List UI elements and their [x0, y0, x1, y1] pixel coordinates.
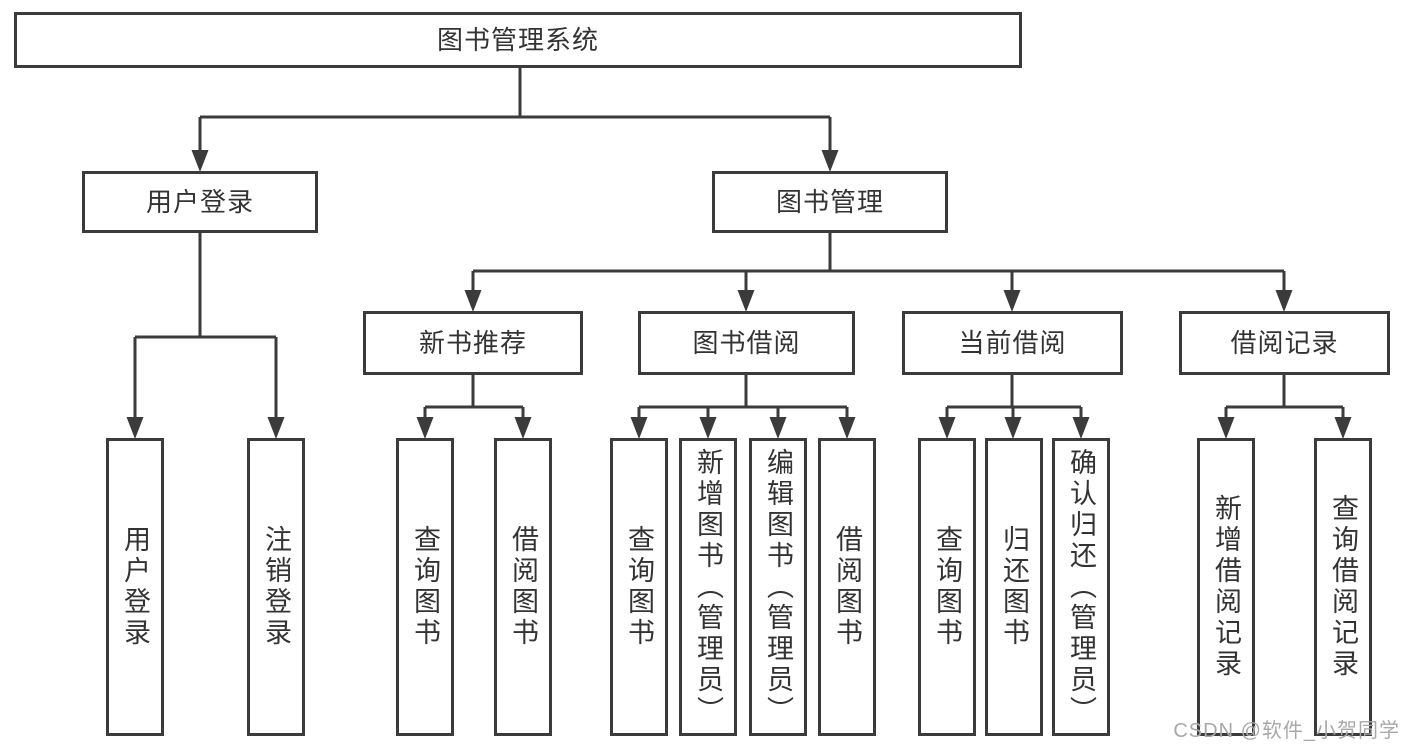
leaf-query-books-1: 查询图书 — [396, 438, 454, 736]
arrowhead — [464, 290, 482, 312]
node-borrow-records: 借阅记录 — [1179, 311, 1390, 375]
leaf-borrow-books-1: 借阅图书 — [494, 438, 552, 736]
node-user-login: 用户登录 — [82, 171, 318, 233]
leaf-add-borrow-record: 新增借阅记录 — [1197, 438, 1255, 736]
arrowhead — [1217, 417, 1235, 439]
connector-root — [198, 68, 832, 151]
connector-new-book — [423, 375, 525, 418]
arrowhead — [769, 417, 787, 439]
node-book-management: 图书管理 — [712, 171, 948, 233]
arrowhead — [737, 290, 755, 312]
node-new-book-recommend: 新书推荐 — [363, 311, 583, 375]
arrowhead — [821, 150, 839, 172]
leaf-user-login: 用户登录 — [106, 438, 164, 736]
arrowhead — [699, 417, 717, 439]
node-book-borrow: 图书借阅 — [638, 311, 855, 375]
leaf-query-books-3: 查询图书 — [918, 438, 976, 736]
arrowhead — [630, 417, 648, 439]
leaf-confirm-return-admin: 确认归还（管理员） — [1052, 438, 1110, 736]
connector-book-borrow — [637, 375, 849, 418]
leaf-query-borrow-record: 查询借阅记录 — [1314, 438, 1372, 736]
connector-user-login — [133, 233, 278, 418]
arrowhead — [838, 417, 856, 439]
leaf-query-books-2: 查询图书 — [610, 438, 668, 736]
arrowhead — [1003, 290, 1021, 312]
watermark: CSDN @软件_小贺同学 — [1173, 720, 1400, 742]
arrowhead — [1275, 290, 1293, 312]
arrowhead — [416, 417, 434, 439]
connector-book-management — [471, 233, 1286, 293]
arrowhead — [1072, 417, 1090, 439]
arrowhead — [514, 417, 532, 439]
connector-borrow-records — [1224, 375, 1345, 418]
leaf-edit-book-admin: 编辑图书（管理员） — [749, 438, 807, 736]
leaf-borrow-books-2: 借阅图书 — [818, 438, 876, 736]
leaf-logout: 注销登录 — [247, 438, 305, 736]
arrowhead — [938, 417, 956, 439]
arrowhead — [1004, 417, 1022, 439]
node-current-borrow: 当前借阅 — [902, 311, 1123, 375]
node-root: 图书管理系统 — [14, 12, 1022, 68]
leaf-return-books: 归还图书 — [985, 438, 1043, 736]
arrowhead — [126, 417, 144, 439]
leaf-add-book-admin: 新增图书（管理员） — [679, 438, 737, 736]
arrowhead — [1334, 417, 1352, 439]
connector-current-borrow — [945, 375, 1083, 418]
arrowhead — [267, 417, 285, 439]
arrowhead — [191, 150, 209, 172]
